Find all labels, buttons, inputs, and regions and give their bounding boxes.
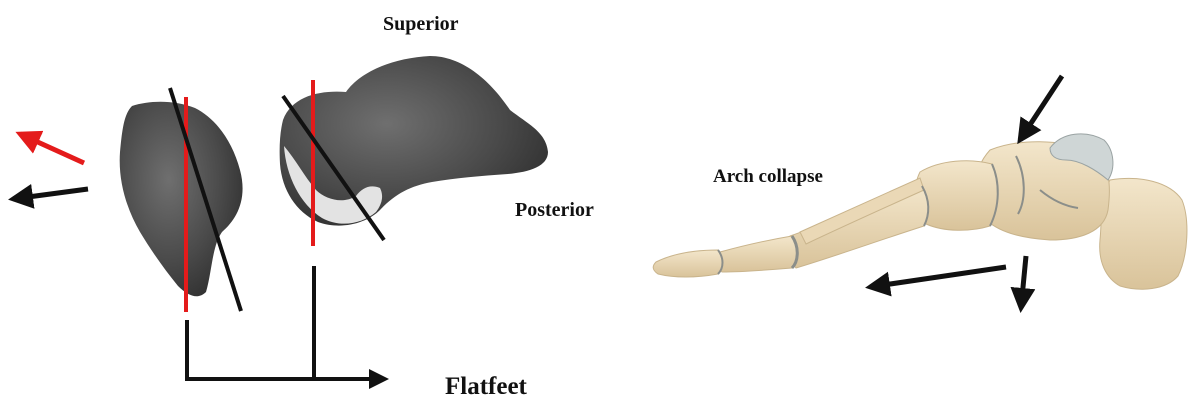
red-rotation-arrow	[20, 134, 84, 163]
flatfeet-connector	[185, 266, 385, 379]
plantar-drop-arrow	[1021, 256, 1026, 308]
label-flatfeet: Flatfeet	[445, 374, 527, 399]
label-superior: Superior	[383, 14, 459, 34]
black-shift-arrow	[13, 189, 88, 199]
label-posterior: Posterior	[515, 200, 594, 220]
downward-force-arrow	[1020, 76, 1062, 140]
forefoot-displacement-arrow	[870, 267, 1006, 287]
navicular-bone	[120, 102, 243, 297]
foot-skeleton	[653, 134, 1187, 289]
label-arch-collapse: Arch collapse	[713, 167, 823, 186]
